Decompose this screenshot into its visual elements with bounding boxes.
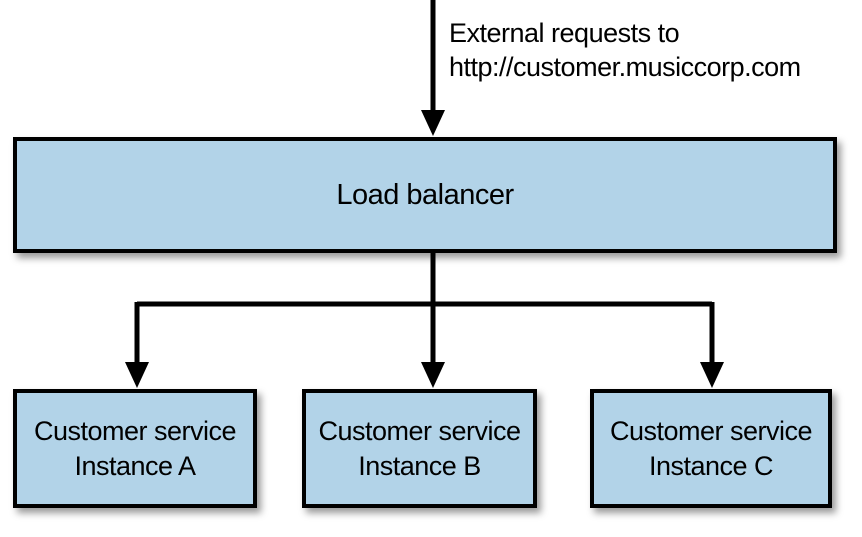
incoming-request-arrowhead-icon [421, 110, 445, 136]
customer-service-instance-b-box: Customer service Instance B [302, 389, 537, 508]
arrowhead-instance-c-icon [700, 362, 724, 388]
customer-service-instance-c-box: Customer service Instance C [590, 389, 832, 508]
instance-c-label-line2: Instance C [648, 450, 774, 481]
instance-a-label-line2: Instance A [74, 450, 196, 481]
external-requests-label: External requests to http://customer.mus… [449, 16, 801, 84]
external-requests-label-line1: External requests to [449, 18, 680, 48]
arrowhead-instance-a-icon [125, 362, 149, 388]
customer-service-instance-a-box: Customer service Instance A [13, 389, 257, 508]
instance-c-label-line1: Customer service [609, 415, 813, 446]
arrowhead-instance-b-icon [421, 362, 445, 388]
external-requests-label-line2: http://customer.musiccorp.com [449, 52, 801, 82]
load-balancer-box: Load balancer [13, 137, 837, 253]
load-balancer-label: Load balancer [336, 178, 514, 211]
instance-a-label-line1: Customer service [33, 415, 237, 446]
instance-b-label-line1: Customer service [318, 415, 521, 446]
instance-b-label-line2: Instance B [358, 450, 481, 481]
